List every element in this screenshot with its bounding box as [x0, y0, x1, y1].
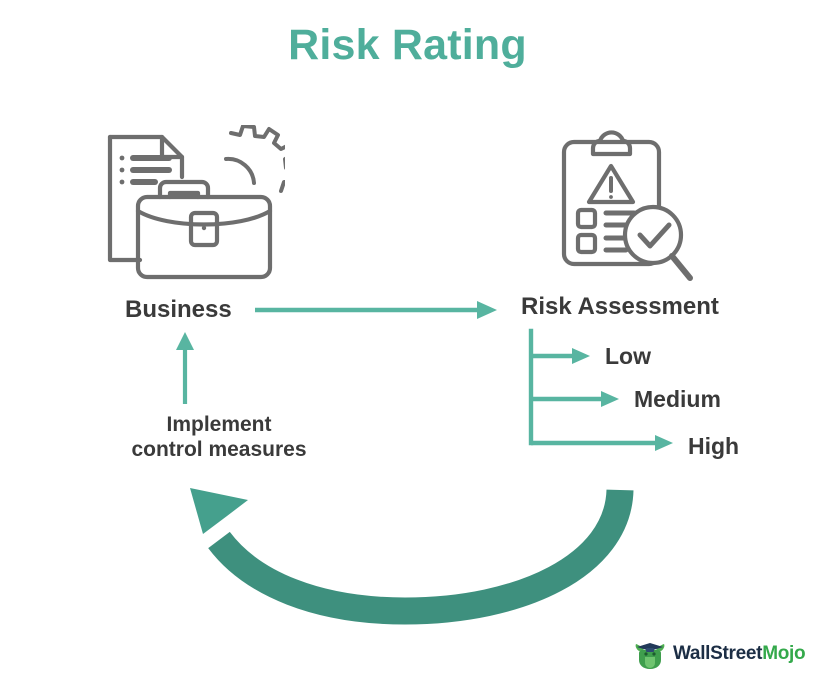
wallstreetmojo-logo: WallStreetMojo — [633, 634, 806, 674]
implement-control-measures-label: Implement control measures — [104, 413, 334, 463]
page-title: Risk Rating — [288, 21, 527, 69]
bull-graduate-icon — [635, 643, 665, 669]
clipboard-warning-checklist-magnifier-icon — [552, 128, 702, 288]
arrow-business-to-risk — [255, 301, 497, 319]
branch-label-medium: Medium — [634, 386, 721, 412]
branch-label-low: Low — [605, 343, 651, 369]
implement-line-1: Implement — [166, 413, 272, 436]
logo-text: WallStreetMojo — [673, 643, 806, 665]
curved-return-arrow — [190, 488, 634, 625]
logo-text-mojo: Mojo — [762, 643, 806, 664]
business-briefcase-document-gear-icon — [100, 124, 297, 290]
branch-label-high: High — [688, 433, 740, 459]
implement-line-2: control measures — [131, 437, 307, 461]
logo-text-wallstreet: WallStreet — [673, 643, 763, 664]
business-label: Business — [125, 296, 232, 323]
arrow-implement-to-business — [176, 332, 194, 404]
risk-assessment-label: Risk Assessment — [521, 293, 719, 320]
